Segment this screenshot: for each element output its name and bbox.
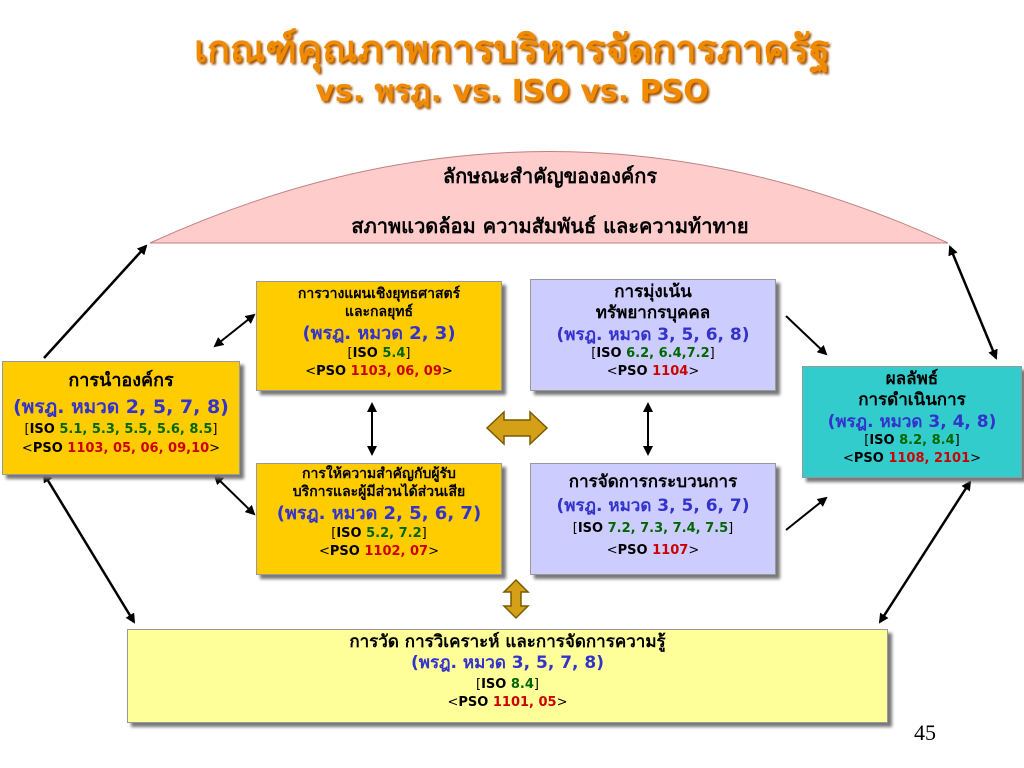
process-pso: <PSO 1107> [606,542,700,558]
slide-title: เกณฑ์คุณภาพการบริหารจัดการภาครัฐ [194,27,830,71]
slide-subtitle: vs. พรฎ. vs. ISO vs. PSO [315,74,709,109]
workforce-box: การมุ่งเน้น ทรัพยากรบุคคล (พรฎ. หมวด 3, … [530,279,776,391]
profile-subtitle: สภาพแวดล้อม ความสัมพันธ์ และความท้าทาย [351,214,749,238]
measurement-iso: [ISO 8.4] [476,676,539,692]
leadership-law: (พรฎ. หมวด 2, 5, 7, 8) [13,395,229,418]
arrow-leadership-strategy [213,313,256,348]
organizational-profile-dome [149,151,949,244]
arrow-leadership-customer [213,474,256,516]
leadership-iso: [ISO 5.1, 5.3, 5.5, 5.6, 8.5] [24,422,218,438]
customer-law: (พรฎ. หมวด 2, 5, 6, 7) [276,503,482,524]
process-box: การจัดการกระบวนการ (พรฎ. หมวด 3, 5, 6, 7… [530,463,776,575]
leadership-box: การนำองค์กร (พรฎ. หมวด 2, 5, 7, 8) [ISO … [2,361,240,475]
process-iso: [ISO 7.2, 7.3, 7.4, 7.5] [572,520,734,536]
profile-title: ลักษณะสำคัญขององค์กร [442,164,658,188]
arrow-workforce-results [785,315,828,356]
arrow-leadership-measurement [42,472,136,624]
workforce-pso: <PSO 1104> [606,364,700,379]
strategy-law: (พรฎ. หมวด 2, 3) [302,323,456,344]
arrow-leadership-profile [43,244,148,359]
customer-box: การให้ความสำคัญกับผู้รับ บริการและผู้มีส… [256,463,502,575]
arrow-results-measurement [878,480,972,624]
center-double-arrow [485,410,549,446]
arrow-profile-results [948,245,998,360]
strategy-box: การวางแผนเชิงยุทธศาสตร์ และกลยุทธ์ (พรฎ.… [256,281,502,391]
workforce-law: (พรฎ. หมวด 3, 5, 6, 8) [556,324,750,345]
process-law: (พรฎ. หมวด 3, 5, 6, 7) [556,496,750,517]
customer-pso: <PSO 1102, 07> [318,543,440,559]
measurement-name: การวัด การวิเคราะห์ และการจัดการความรู้ [349,632,666,652]
customer-iso: [ISO 5.2, 7.2] [331,525,427,541]
customer-name-2: บริการและผู้มีส่วนได้ส่วนเสีย [292,483,466,500]
results-law: (พรฎ. หมวด 3, 4, 8) [827,411,997,432]
strategy-iso: [ISO 5.4] [347,345,411,361]
results-name-2: การดำเนินการ [858,390,966,411]
workforce-name-1: การมุ่งเน้น [614,282,692,302]
arrow-process-results [785,496,828,531]
strategy-pso: <PSO 1103, 06, 09> [305,363,453,379]
leadership-pso: <PSO 1103, 05, 06, 09,10> [21,440,221,456]
process-name: การจัดการกระบวนการ [568,472,738,492]
measurement-double-arrow [502,578,530,620]
workforce-iso: [ISO 6.2, 6.4,7.2] [591,345,715,361]
strategy-name-1: การวางแผนเชิงยุทธศาสตร์ [297,286,461,302]
results-pso: <PSO 1108, 2101> [842,451,982,466]
leadership-name: การนำองค์กร [68,370,174,391]
measurement-pso: <PSO 1101, 05> [447,694,568,710]
workforce-name-2: ทรัพยากรบุคคล [595,303,711,324]
results-iso: [ISO 8.2, 8.4] [864,432,960,448]
customer-name-1: การให้ความสำคัญกับผู้รับ [302,466,456,482]
results-box: ผลลัพธ์ การดำเนินการ (พรฎ. หมวด 3, 4, 8)… [802,366,1022,478]
measurement-box: การวัด การวิเคราะห์ และการจัดการความรู้ … [127,629,888,723]
measurement-law: (พรฎ. หมวด 3, 5, 7, 8) [410,653,605,674]
page-number: 45 [914,720,936,745]
strategy-name-2: และกลยุทธ์ [344,303,414,320]
results-name-1: ผลลัพธ์ [885,369,939,389]
